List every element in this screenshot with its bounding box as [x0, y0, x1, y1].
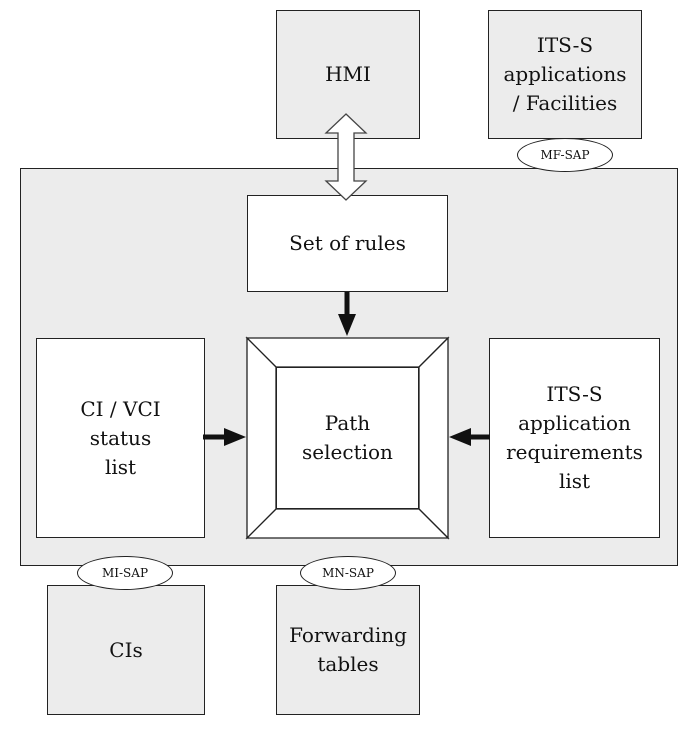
set-of-rules-label: Set of rules — [289, 231, 406, 255]
rules-to-path-arrow-head — [338, 314, 356, 336]
mi-sap-label: MI-SAP — [101, 566, 149, 580]
mn-sap-label: MN-SAP — [322, 566, 374, 580]
set-of-rules-block: Set of rules — [247, 195, 448, 292]
path-selection-block: Path selection — [276, 367, 419, 509]
its-requirements-block: ITS-S application requirements list — [489, 338, 660, 538]
req-to-path-arrow-head — [449, 428, 471, 446]
path-selection-label: Path selection — [302, 411, 393, 464]
forwarding-tables-label: Forwarding tables — [289, 623, 407, 676]
mf-sap-label: MF-SAP — [540, 148, 590, 162]
mn-sap-ellipse: MN-SAP — [300, 556, 396, 590]
ci-status-list-block: CI / VCI status list — [36, 338, 205, 538]
forwarding-tables-block: Forwarding tables — [276, 585, 420, 715]
ci-to-path-arrow-head — [224, 428, 246, 446]
cis-label: CIs — [109, 637, 143, 662]
its-requirements-label: ITS-S application requirements list — [506, 382, 643, 493]
its-facilities-label: ITS-S applications / Facilities — [503, 33, 627, 115]
its-facilities-block: ITS-S applications / Facilities — [488, 10, 642, 139]
mi-sap-ellipse: MI-SAP — [77, 556, 173, 590]
hmi-label: HMI — [325, 62, 371, 86]
hmi-double-arrow — [324, 113, 368, 201]
mf-sap-ellipse: MF-SAP — [517, 138, 613, 172]
ci-status-list-label: CI / VCI status list — [80, 396, 161, 479]
cis-block: CIs — [47, 585, 205, 715]
